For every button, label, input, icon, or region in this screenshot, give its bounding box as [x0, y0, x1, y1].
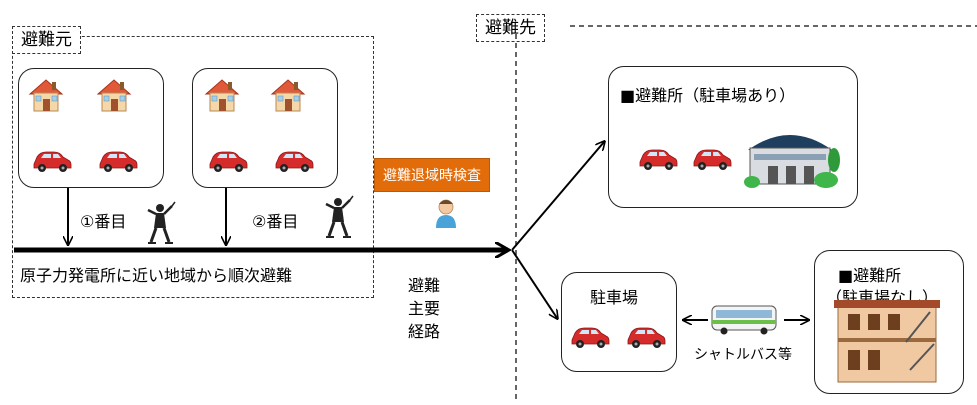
car-icon: [209, 151, 248, 173]
house-icon: [205, 79, 239, 112]
car-icon: [571, 327, 610, 349]
car-icon: [99, 151, 138, 173]
origin-title: 避難元: [12, 26, 81, 54]
house-icon: [97, 79, 131, 112]
route-label-line: 主要: [407, 299, 440, 318]
shuttle-label: シャトルバス等: [694, 347, 792, 363]
parking-label: 駐車場: [590, 288, 639, 307]
house-icon: [271, 79, 305, 112]
car-icon: [639, 149, 678, 171]
route-label-line: 経路: [407, 322, 440, 341]
gymnasium-building-icon: [744, 135, 840, 188]
bus-icon: [711, 305, 777, 335]
inspector-person-icon: [436, 199, 456, 228]
inspection-label: 避難退域時検査: [374, 158, 490, 192]
traffic-officer-icon: [324, 194, 355, 239]
car-icon: [627, 327, 666, 349]
order-second-label: ②番目: [252, 212, 299, 231]
main-route-caption: 原子力発電所に近い地域から順次避難: [20, 266, 293, 285]
car-icon: [275, 151, 314, 173]
route-label-line: 避難: [407, 276, 440, 295]
car-icon: [33, 151, 72, 173]
shelter-with-parking-label: ■避難所（駐車場あり）: [620, 86, 796, 105]
shelter-building-icon: [834, 300, 940, 383]
shelter-no-parking-line1: ■避難所: [838, 266, 902, 285]
house-icon: [29, 79, 63, 112]
destination-title: 避難先: [476, 14, 545, 42]
traffic-officer-icon: [146, 200, 177, 245]
order-first-label: ①番目: [80, 212, 127, 231]
parking-box: [561, 272, 677, 372]
origin-region: [12, 36, 374, 298]
route-label: 避難 主要 経路: [404, 274, 444, 343]
car-icon: [693, 149, 732, 171]
